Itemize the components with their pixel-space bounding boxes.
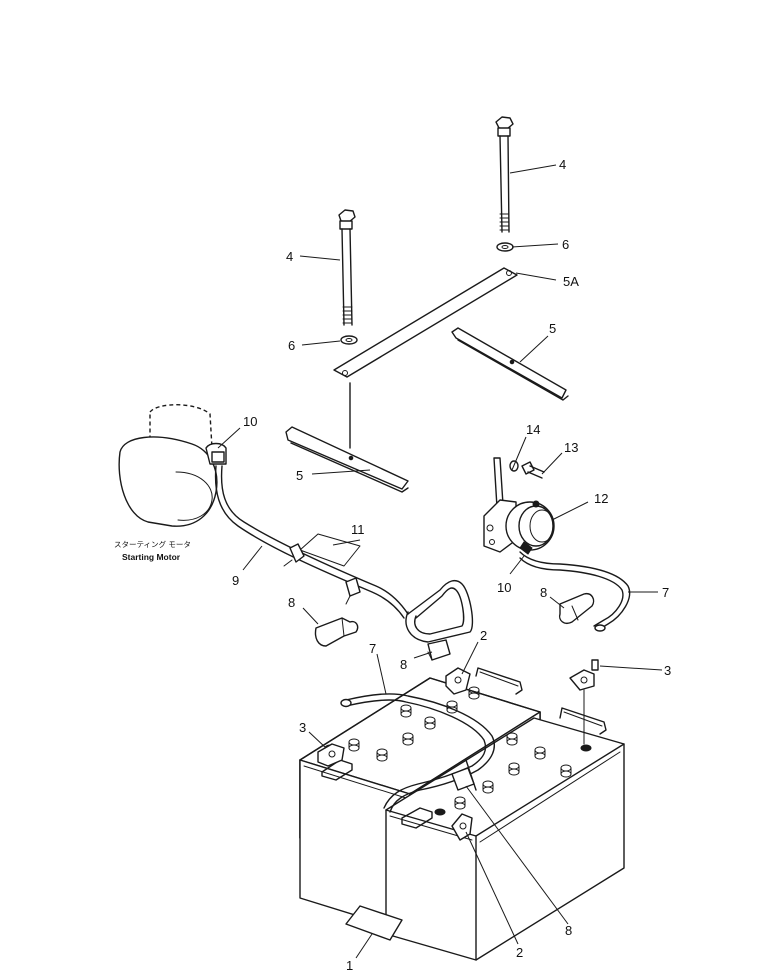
callout-5-right: 5: [549, 321, 556, 336]
callout-3-right: 3: [664, 663, 671, 678]
callout-8-left-cover: 8: [288, 595, 295, 610]
hold-down-strap-5A: [333, 267, 518, 378]
battery-relay-12: [483, 457, 555, 555]
callout-6-left: 6: [288, 338, 295, 353]
battery-plate-1: [345, 905, 403, 941]
long-bolt-right: [495, 116, 514, 233]
callout-4-right: 4: [559, 157, 566, 172]
bracket-5-left: [285, 382, 409, 493]
callout-10-motor: 10: [243, 414, 257, 429]
leader-lines: [217, 164, 663, 959]
callout-4-left: 4: [286, 249, 293, 264]
starting-motor-label-jp: スターティング モータ: [114, 539, 191, 549]
callout-10-relay: 10: [497, 580, 511, 595]
callout-8-loop-cover: 8: [400, 657, 407, 672]
callout-7-right: 7: [662, 585, 669, 600]
callout-13: 13: [564, 440, 578, 455]
callout-8-battery-cover: 8: [565, 923, 572, 938]
callout-2-top: 2: [480, 628, 487, 643]
terminal-cover-8-battery: [451, 767, 475, 791]
clamp-11: [283, 533, 361, 605]
terminal-clamp-3-right: [569, 659, 599, 745]
callout-6-right: 6: [562, 237, 569, 252]
callout-12: 12: [594, 491, 608, 506]
callout-3-left: 3: [299, 720, 306, 735]
terminal-cover-8-left: [314, 617, 359, 647]
terminal-clamp-2-top: [445, 667, 471, 695]
callout-5A: 5A: [563, 274, 579, 289]
terminal-clamp-3-left: [317, 743, 345, 767]
terminal-cover-8-loop: [427, 639, 451, 661]
starting-motor: [118, 404, 227, 527]
callout-11: 11: [351, 522, 365, 537]
cable-9: [214, 465, 409, 619]
callout-14: 14: [526, 422, 540, 437]
bolt-13: [521, 461, 545, 479]
callout-7-left: 7: [369, 641, 376, 656]
cable-7-right: [519, 551, 631, 632]
starting-motor-label-en: Starting Motor: [122, 552, 181, 562]
callout-9: 9: [232, 573, 239, 588]
terminal-cover-8-right: [558, 592, 595, 624]
long-bolt-left: [338, 209, 356, 326]
washer-right: [496, 242, 514, 252]
cable-loop-triangle: [405, 579, 474, 643]
callout-5-left: 5: [296, 468, 303, 483]
bracket-5-right: [451, 327, 569, 401]
callout-8-right-cover: 8: [540, 585, 547, 600]
washer-left: [340, 335, 358, 345]
callout-2-bottom: 2: [516, 945, 523, 960]
callout-1: 1: [346, 958, 353, 971]
